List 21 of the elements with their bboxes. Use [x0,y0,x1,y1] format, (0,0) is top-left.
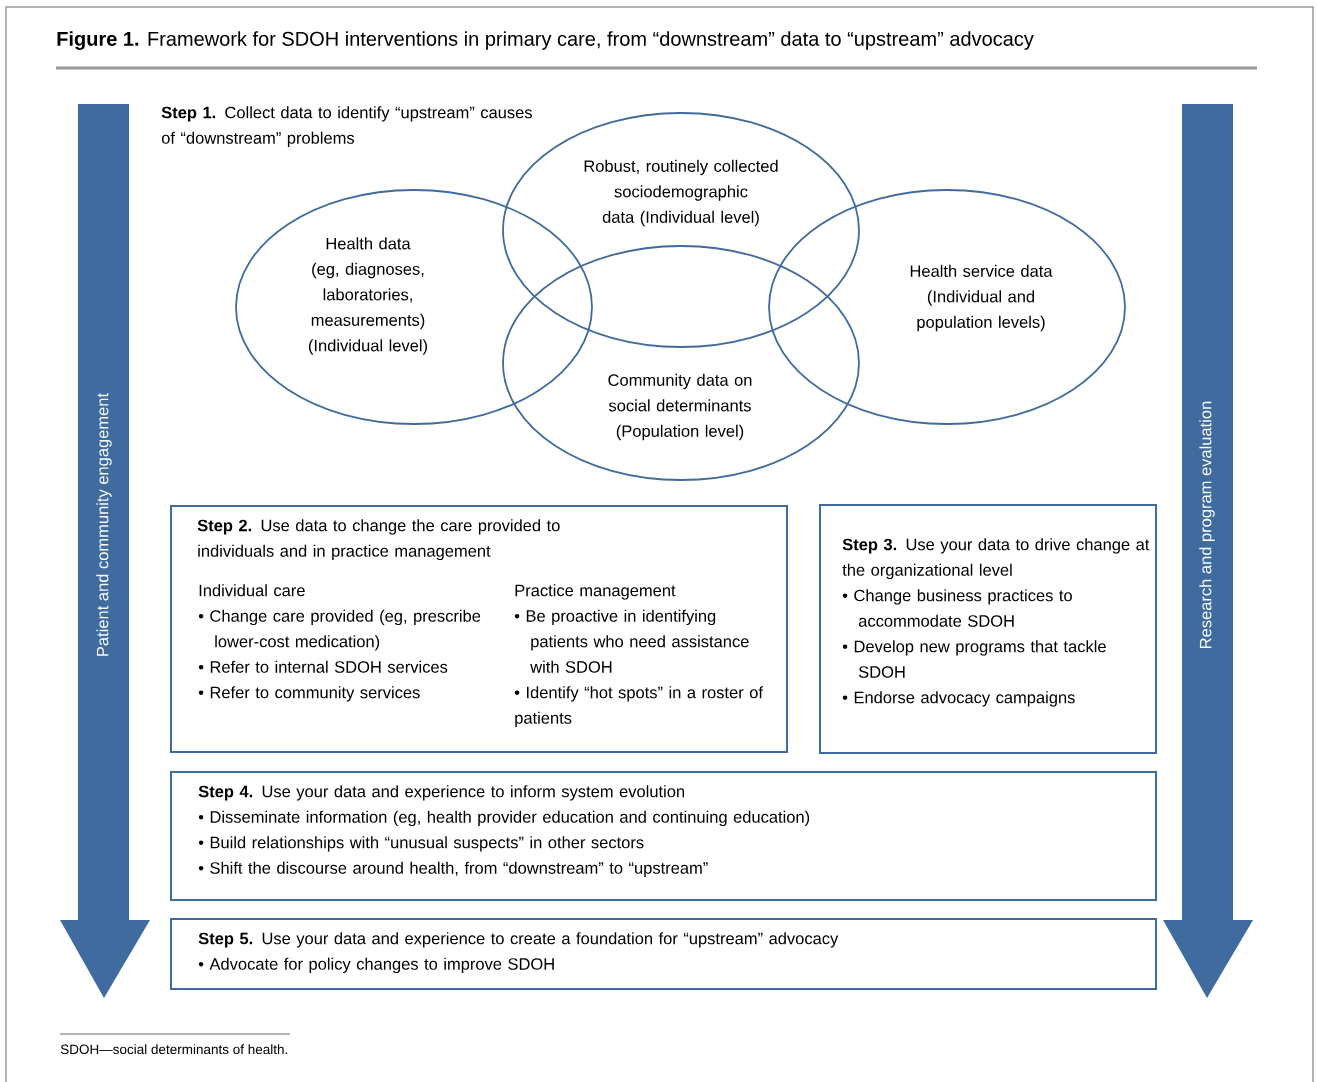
bullet-item: • Disseminate information (eg, health provider education and continuing education) [198,810,810,827]
column-heading: Individual care [199,584,305,597]
column-heading: Practice management [515,584,676,600]
bullet-item: • Change care provided (eg, prescribe lower-cost medication) [198,609,481,651]
step-heading: Step 5. Use your data and experience to create a foundation for “upstream” advocacy [198,932,839,948]
bullet-item: • Identify “hot spots” in a roster of patients [514,686,763,728]
bullet-item: • Be proactive in identifying patients who need assistance with SDOH [514,609,749,673]
figure-title: Figure 1. Framework for SDOH interventions in primary care, from “downstream” data to “upstream” advocacy [57,31,1034,50]
footnote: SDOH—social determinants of health. [60,1044,288,1055]
bullet-item: • Endorse advocacy campaigns [842,691,1075,707]
bullet-item: • Change business practices to accommodate SDOH [842,589,1072,627]
step-heading: Step 2. Use data to change the care provided to individuals and in practice management [197,519,560,561]
step-heading: Step 4. Use your data and experience to inform system evolution [198,785,685,801]
bullet-item: • Refer to community services [198,686,420,702]
step-heading: Step 1. Collect data to identify “upstream” causes of “downstream” problems [161,106,532,148]
bullet-item: • Build relationships with “unusual suspects” in other sectors [198,836,644,852]
bullet-item: • Develop new programs that tackle SDOH [842,640,1106,678]
bullet-item: • Refer to internal SDOH services [198,660,448,673]
bullet-item: • Advocate for policy changes to improve SDOH [198,957,554,974]
bullet-item: • Shift the discourse around health, from “downstream” to “upstream” [198,861,708,878]
step-heading: Step 3. Use your data to drive change at the organizational level [842,538,1150,580]
